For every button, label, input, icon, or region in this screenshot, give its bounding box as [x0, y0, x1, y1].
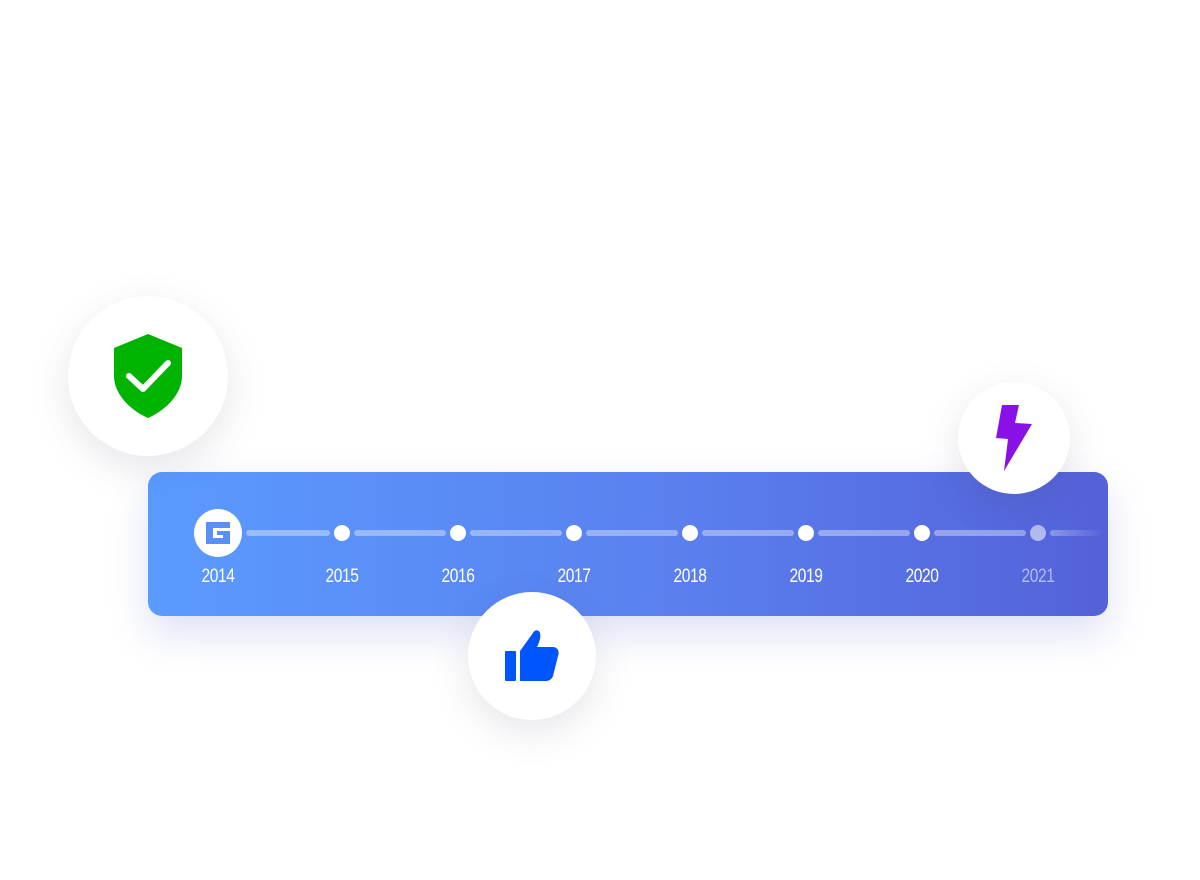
thumbs-up-icon [505, 630, 559, 681]
year-label: 2021 [1021, 566, 1055, 587]
year-label: 2017 [557, 566, 591, 587]
year-label: 2014 [201, 566, 235, 587]
timeline-segment [470, 530, 562, 536]
year-label: 2016 [441, 566, 475, 587]
year-label: 2018 [673, 566, 707, 587]
thumbs-up-badge [468, 592, 596, 720]
shield-check-icon [114, 334, 182, 418]
timeline-segment-fade [1050, 530, 1104, 536]
timeline-dot-2020[interactable] [914, 525, 930, 541]
timeline-segment [586, 530, 678, 536]
timeline-segment [246, 530, 330, 536]
timeline-segment [818, 530, 910, 536]
timeline-segment [354, 530, 446, 536]
timeline-track: 2014 2015 2016 2017 2018 2019 2020 2021 [148, 472, 1108, 616]
timeline-dot-2015[interactable] [334, 525, 350, 541]
g-logo-icon [194, 509, 242, 557]
shield-badge [68, 296, 228, 456]
timeline-segment [702, 530, 794, 536]
year-label: 2019 [789, 566, 823, 587]
year-label: 2015 [325, 566, 359, 587]
timeline-segment [934, 530, 1026, 536]
timeline-card: 2014 2015 2016 2017 2018 2019 2020 2021 [148, 472, 1108, 616]
year-label: 2020 [905, 566, 939, 587]
timeline-dot-2017[interactable] [566, 525, 582, 541]
timeline-dot-2018[interactable] [682, 525, 698, 541]
timeline-dot-2021[interactable] [1030, 525, 1046, 541]
lightning-badge [958, 382, 1070, 494]
timeline-dot-2019[interactable] [798, 525, 814, 541]
timeline-dot-2016[interactable] [450, 525, 466, 541]
lightning-bolt-icon [996, 405, 1032, 471]
